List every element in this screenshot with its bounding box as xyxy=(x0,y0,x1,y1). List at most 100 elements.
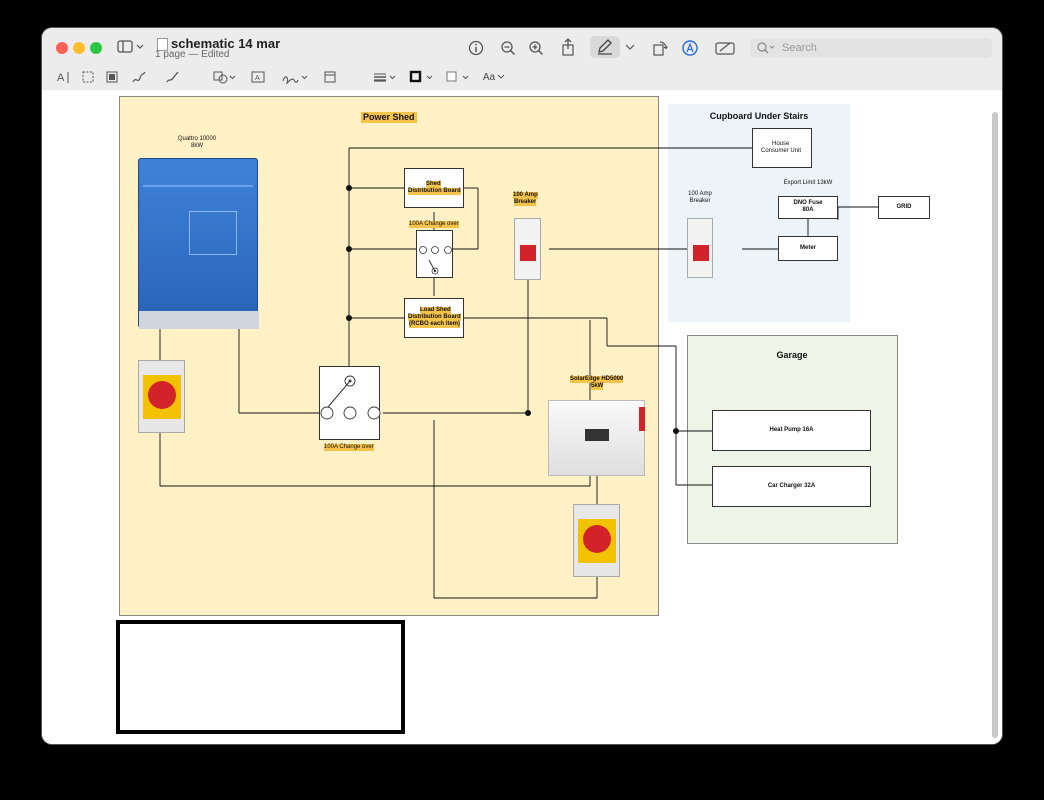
car-charger-label: Car Charger 32A xyxy=(767,483,816,489)
border-color-icon xyxy=(409,70,433,83)
house-consumer-unit xyxy=(752,128,812,168)
quattro-label-line1: Quattro 10000 xyxy=(177,136,217,142)
solaredge-display xyxy=(585,429,609,441)
search-placeholder: Search xyxy=(782,42,817,54)
changeover-bottom-label: 100A Change over xyxy=(324,444,374,451)
search-field[interactable]: Search xyxy=(750,38,992,58)
fill-color-icon xyxy=(446,71,469,82)
house-cu-label-line1: House xyxy=(772,141,790,147)
breaker-100-label-line2: Breaker xyxy=(514,199,537,206)
house-cu-label-line2: Consumer Unit xyxy=(761,148,802,154)
redact-button[interactable] xyxy=(104,68,120,86)
share-button[interactable] xyxy=(558,36,578,58)
heat-pump-box xyxy=(712,410,871,451)
grid-label: GRID xyxy=(896,204,912,210)
window-title: schematic 14 mar xyxy=(171,36,281,51)
text-cursor-icon: A xyxy=(57,72,69,84)
solaredge-red-tab xyxy=(639,407,645,431)
breaker-100-label-line1: 100 Amp xyxy=(513,192,538,199)
quattro-inverter-image xyxy=(138,158,259,329)
sidebar-icon xyxy=(117,40,144,53)
empty-rectangle-annotation[interactable] xyxy=(116,620,405,734)
garage-title: Garage xyxy=(776,350,808,360)
info-button[interactable] xyxy=(466,38,486,58)
line-style-button[interactable] xyxy=(372,68,398,86)
isolator-red-knob xyxy=(583,525,611,553)
document-canvas: Power Shed Cupboard Under Stairs Garage xyxy=(42,90,1002,744)
shapes-button[interactable] xyxy=(212,68,238,86)
breaker-red-toggle xyxy=(520,245,536,261)
shed-breaker-image xyxy=(514,218,541,280)
text-style-button[interactable]: Aa xyxy=(482,68,508,86)
cupboard-breaker-label-line2: Breaker xyxy=(689,198,711,204)
draw-icon xyxy=(166,71,179,83)
text-style-label: Aa xyxy=(482,71,496,83)
quattro-label-line2: 8kW xyxy=(191,143,203,149)
markup-menu-button[interactable] xyxy=(624,40,636,54)
changeover-contacts-icon xyxy=(320,375,381,420)
inverter-base xyxy=(139,311,259,329)
annotate-button[interactable] xyxy=(714,38,738,58)
cupboard-breaker-label-line1: 100 Amp xyxy=(688,191,712,197)
line-style-icon xyxy=(374,73,396,82)
rectangular-selection-button[interactable] xyxy=(80,68,96,86)
inverter-stripe xyxy=(143,185,253,187)
sidebar-toggle-button[interactable] xyxy=(116,38,146,56)
text-box-button[interactable]: A xyxy=(250,68,266,86)
grid-box xyxy=(878,196,930,219)
info-icon xyxy=(468,40,484,56)
fill-color-button[interactable] xyxy=(444,68,472,86)
window-subtitle: 1 page — Edited xyxy=(155,49,230,60)
changeover-contacts-icon xyxy=(419,246,452,275)
pencil-icon xyxy=(598,39,612,55)
dno-fuse-label-line1: DNO Fuse xyxy=(793,200,823,206)
chevron-down-icon xyxy=(625,44,635,50)
vertical-scrollbar[interactable] xyxy=(992,112,998,738)
wiring-diagram xyxy=(159,147,878,599)
border-color-button[interactable] xyxy=(408,68,436,86)
shed-db-label-line1: Shed xyxy=(426,181,441,188)
page-layout-button[interactable] xyxy=(322,68,338,86)
rotate-icon xyxy=(653,41,668,56)
cupboard-breaker-image xyxy=(687,218,713,278)
annotate-icon xyxy=(715,42,735,55)
breaker-red-toggle xyxy=(693,245,709,261)
text-selection-button[interactable]: A xyxy=(56,68,72,86)
zoom-out-icon xyxy=(501,41,516,56)
zoom-in-button[interactable] xyxy=(526,38,546,58)
document-icon xyxy=(157,38,168,51)
share-icon xyxy=(562,38,574,56)
sign-button[interactable] xyxy=(282,68,310,86)
search-icon xyxy=(757,42,775,54)
title-bar: schematic 14 mar 1 page — Edited xyxy=(42,28,1002,91)
changeover-switch-top xyxy=(416,230,453,278)
zoom-in-icon xyxy=(529,41,544,56)
zoom-button[interactable] xyxy=(90,42,102,54)
text-box-icon: A xyxy=(251,71,265,83)
load-shed-label-line2: Distribution Board xyxy=(408,314,461,321)
redact-icon xyxy=(106,71,118,83)
sketch-icon xyxy=(132,71,146,83)
rotate-button[interactable] xyxy=(650,38,670,58)
solaredge-inverter-image xyxy=(548,400,645,476)
highlight-button[interactable] xyxy=(680,38,700,58)
minimize-button[interactable] xyxy=(73,42,85,54)
solaredge-isolator-image xyxy=(573,504,620,577)
load-shed-label-line3: (RCBO each item) xyxy=(409,321,461,328)
meter-label: Meter xyxy=(799,245,816,251)
meter-box xyxy=(778,236,838,261)
close-button[interactable] xyxy=(56,42,68,54)
shapes-icon xyxy=(213,71,236,84)
car-charger-box xyxy=(712,466,871,507)
shed-db-label-line2: Distribution Board xyxy=(408,188,461,195)
dno-fuse-label-line2: 80A xyxy=(802,207,814,213)
markup-toggle-button[interactable] xyxy=(590,36,620,58)
sketch-button[interactable] xyxy=(130,68,148,86)
changeover-top-label: 100A Change over xyxy=(409,221,459,228)
zoom-out-button[interactable] xyxy=(498,38,518,58)
heat-pump-label: Heat Pump 16A xyxy=(769,427,814,433)
draw-button[interactable] xyxy=(164,68,182,86)
isolator-red-knob xyxy=(148,381,176,409)
inverter-panel xyxy=(189,211,237,255)
solaredge-label-line2: 5kW xyxy=(591,383,604,390)
